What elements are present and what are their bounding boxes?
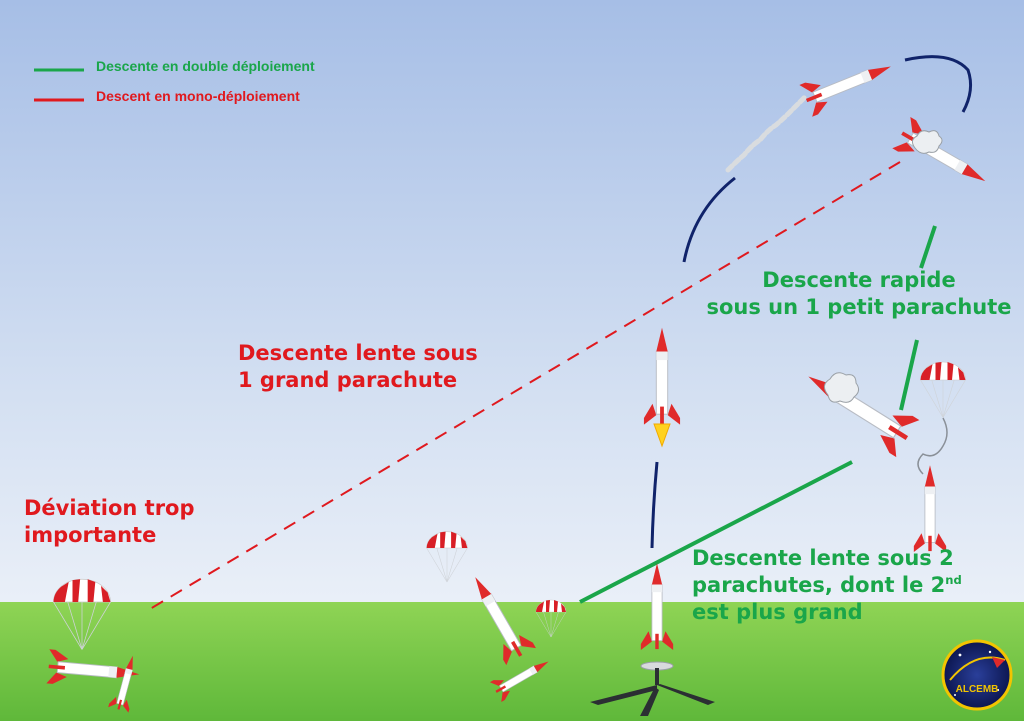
apogee-trajectory (904, 55, 973, 113)
logo-text: ALCEMB (956, 684, 999, 695)
grass-ground (0, 602, 1024, 721)
label-slow-single-line2: 1 grand parachute (238, 367, 458, 392)
label-deviation-line1: Déviation trop (24, 496, 195, 520)
red-dashed-single-descent-path (144, 161, 901, 613)
label-deviation-line2: importante (24, 522, 157, 547)
green-path-slow-descent (579, 460, 853, 604)
label-slow-single-line1: Descente lente sous (238, 341, 478, 365)
label-fast-small: Descente rapide sous un 1 petit parachut… (706, 267, 1012, 321)
shock-cord-second (917, 417, 948, 475)
label-deviation: Déviation trop importante (24, 495, 195, 549)
launch-pad (590, 661, 715, 716)
legend-label-double: Descente en double déploiement (96, 58, 315, 74)
green-path-fast-descent-upper (919, 225, 937, 269)
ejection-smoke-apogee (911, 130, 943, 154)
label-slow-single: Descente lente sous 1 grand parachute (238, 340, 478, 394)
label-fast-small-line1: Descente rapide (762, 268, 956, 292)
label-slow-double-line1: Descente lente sous 2 (692, 546, 954, 570)
green-path-fast-descent-lower (899, 339, 919, 411)
ascent-trajectory-upper (682, 176, 736, 263)
alcemb-logo: ALCEMB (941, 639, 1013, 711)
legend-label-single: Descent en mono-déploiement (96, 88, 300, 104)
label-slow-double-line2: parachutes, dont le 2nd (692, 572, 962, 599)
label-slow-double: Descente lente sous 2 parachutes, dont l… (692, 545, 962, 626)
rocket-exhaust-flame (653, 423, 671, 448)
smoke-trail (725, 93, 809, 173)
label-fast-small-line2: sous un 1 petit parachute (706, 294, 1012, 319)
ejection-smoke-second (824, 372, 860, 403)
ascent-trajectory-lower (650, 461, 659, 549)
label-slow-double-line2-sup: nd (945, 572, 962, 587)
label-slow-double-line2-text: parachutes, dont le 2 (692, 572, 946, 597)
label-slow-double-line3: est plus grand (692, 599, 863, 624)
